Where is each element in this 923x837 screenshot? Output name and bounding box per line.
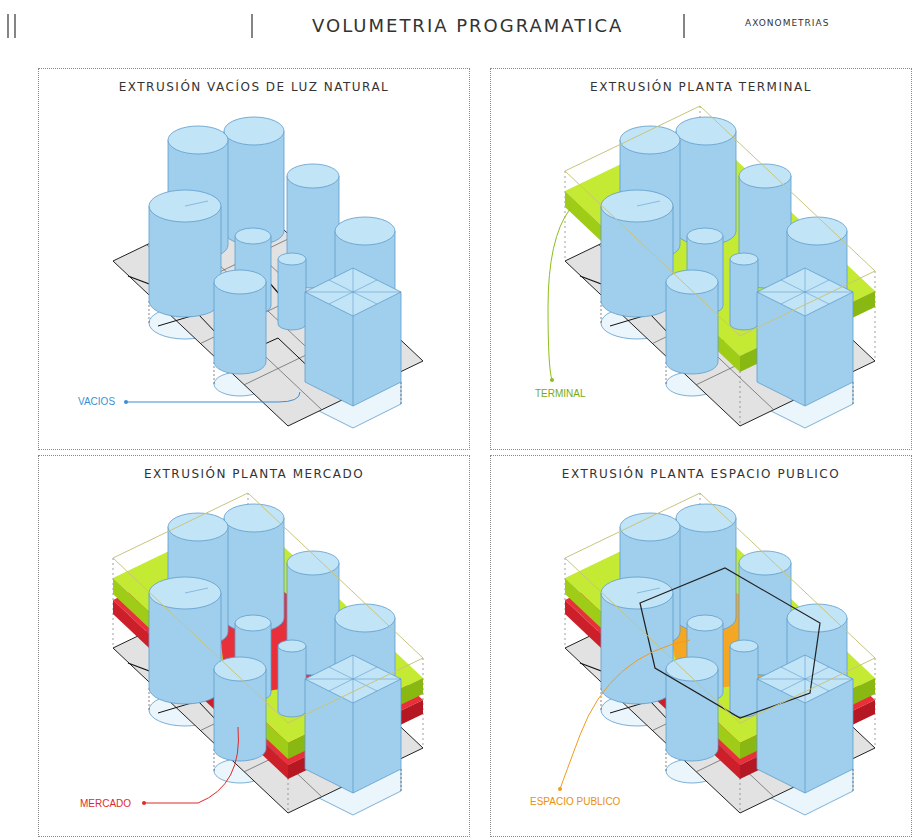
panel-espacio-art — [558, 493, 875, 815]
panel-terminal-art — [548, 106, 875, 428]
panel-heading: EXTRUSIÓN PLANTA MERCADO — [39, 456, 469, 481]
panel-frame: EXTRUSIÓN PLANTA ESPACIO PUBLICO — [490, 455, 912, 837]
panel-heading: EXTRUSIÓN PLANTA TERMINAL — [491, 69, 911, 94]
panel-vacios-art — [113, 117, 423, 428]
panel-heading: EXTRUSIÓN VACÍOS DE LUZ NATURAL — [39, 69, 469, 94]
callout-label: TERMINAL — [535, 388, 586, 399]
page-title: VOLUMETRIA PROGRAMATICA — [312, 15, 623, 36]
panel-heading: EXTRUSIÓN PLANTA ESPACIO PUBLICO — [491, 456, 911, 481]
page-subtitle: AXONOMETRIAS — [745, 18, 829, 28]
callout-label: MERCADO — [80, 798, 131, 809]
panel-frame: EXTRUSIÓN PLANTA MERCADO — [38, 455, 470, 837]
panel-mercado-art — [113, 493, 423, 815]
callout-label: VACIOS — [78, 396, 115, 407]
callout-label: ESPACIO PUBLICO — [530, 796, 620, 807]
panel-frame: EXTRUSIÓN VACÍOS DE LUZ NATURAL — [38, 68, 470, 450]
